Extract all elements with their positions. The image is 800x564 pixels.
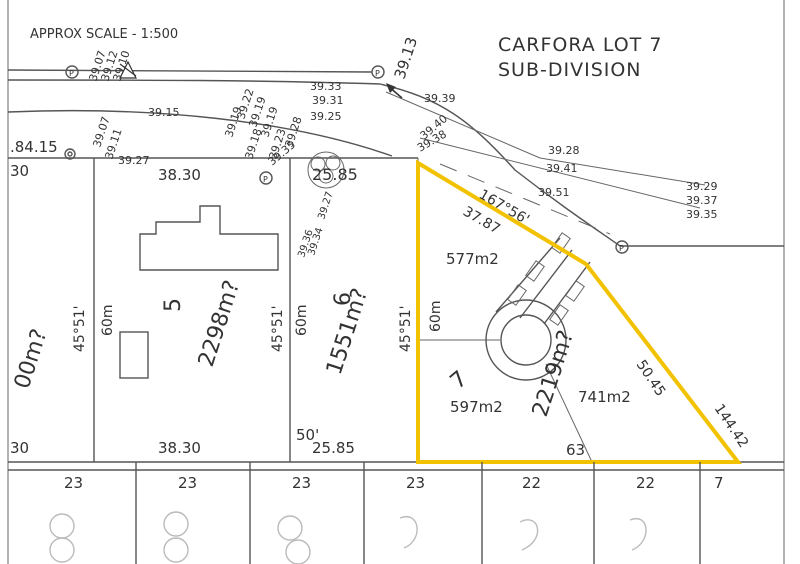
rear-lot-frontage: 23 [64, 474, 83, 492]
spot-level: 39.27 [316, 190, 335, 221]
pole-icon: P [259, 171, 273, 185]
lot-5-number: 5 [161, 298, 186, 312]
lot-4-area: 00m? [10, 326, 53, 392]
tree-icon [307, 151, 345, 189]
spot-level: 39.28 [548, 144, 580, 157]
dashed-boundary [439, 163, 611, 235]
lot-6-angle: 45°51' [398, 306, 414, 352]
spot-level: 39.51 [538, 186, 570, 199]
lot-4-top: 30 [10, 162, 29, 180]
lot-6-bottom-prefix: 50' [296, 426, 319, 444]
spot-level: 39.15 [148, 106, 180, 119]
rear-lot-frontage: 23 [406, 474, 425, 492]
cul-de-sac-outer [485, 299, 567, 381]
survey-mark-icon [64, 148, 76, 160]
pole-icon: P [615, 240, 629, 254]
shed-footprint [119, 331, 149, 379]
spot-level: 39.35 [686, 208, 718, 221]
lot-7-sub-area-a: 577m2 [446, 250, 499, 268]
plan-subtitle: SUB-DIVISION [498, 59, 642, 81]
lot-7-highlight[interactable] [416, 159, 743, 464]
svg-text:P: P [375, 69, 380, 78]
svg-text:P: P [69, 69, 74, 78]
spot-level: 39.37 [686, 194, 718, 207]
svg-text:P: P [619, 244, 624, 253]
house-footprint [139, 205, 279, 271]
rear-lot-frontage: 7 [714, 474, 724, 492]
lot-7-number: 7 [446, 366, 473, 394]
scale-note: APPROX SCALE - 1:500 [30, 27, 178, 42]
lot-6-top: 25.85 [312, 165, 358, 184]
road-kerb-upper [7, 79, 621, 247]
lot-5-angle: 45°51' [270, 306, 286, 352]
road-boundary-upper [7, 69, 373, 73]
pole-icon: P [371, 65, 385, 79]
spot-level: 39.31 [312, 94, 344, 107]
rear-lot-frontage: 22 [522, 474, 541, 492]
cul-de-sac-inner [500, 314, 552, 366]
pole-icon: P [65, 65, 79, 79]
road-centre-line [385, 91, 706, 186]
lot-7-rear: 63 [566, 441, 585, 459]
road-edge-line [419, 137, 701, 209]
road-kerb-lower [7, 109, 393, 157]
rear-lot-frontage: 23 [292, 474, 311, 492]
plan-title: CARFORA LOT 7 [498, 34, 662, 56]
north-arrow-icon [386, 83, 403, 99]
spot-level: 39.18 [242, 127, 264, 161]
lot-7-sub-area-b: 597m2 [450, 398, 503, 416]
svg-text:P: P [263, 175, 268, 184]
lot-5-bottom: 38.30 [158, 439, 201, 457]
spot-level: 39.27 [118, 154, 150, 167]
vehicle-icon [507, 232, 585, 326]
faded-lot-numbers [49, 511, 647, 564]
lot-6-area: 1551m? [322, 285, 373, 377]
spot-level: 39.41 [546, 162, 578, 175]
lot-6-bottom: 25.85 [312, 439, 355, 457]
north-arrow-icon [119, 60, 137, 79]
spot-level: 39.13 [391, 35, 421, 81]
lot-5-top: 38.30 [158, 166, 201, 184]
lot-5-depth: 60m [100, 305, 116, 336]
spot-level: 39.29 [686, 180, 718, 193]
rear-lot-frontage: 23 [178, 474, 197, 492]
lot-6-depth: 60m [294, 305, 310, 336]
lot-4-angle: 45°51' [72, 306, 88, 352]
rear-lot-frontage: 22 [636, 474, 655, 492]
lot-5-area: 2298m? [194, 277, 245, 369]
lot-6-number: 6 [331, 292, 356, 306]
lot-7-sub-area-c: 741m2 [578, 388, 631, 406]
lot-7-depth: 60m [428, 301, 444, 332]
spot-level: 39.33 [310, 80, 342, 93]
lot-7-internal-line [545, 363, 593, 463]
benchmark-level: .84.15 [10, 138, 58, 156]
lot-7-far-side: 144.42 [711, 401, 752, 451]
spot-level: 39.39 [424, 92, 456, 105]
spot-level: 39.25 [310, 110, 342, 123]
lot-7-area: 2219m? [528, 327, 579, 419]
lot-4-bottom: 30 [10, 439, 29, 457]
